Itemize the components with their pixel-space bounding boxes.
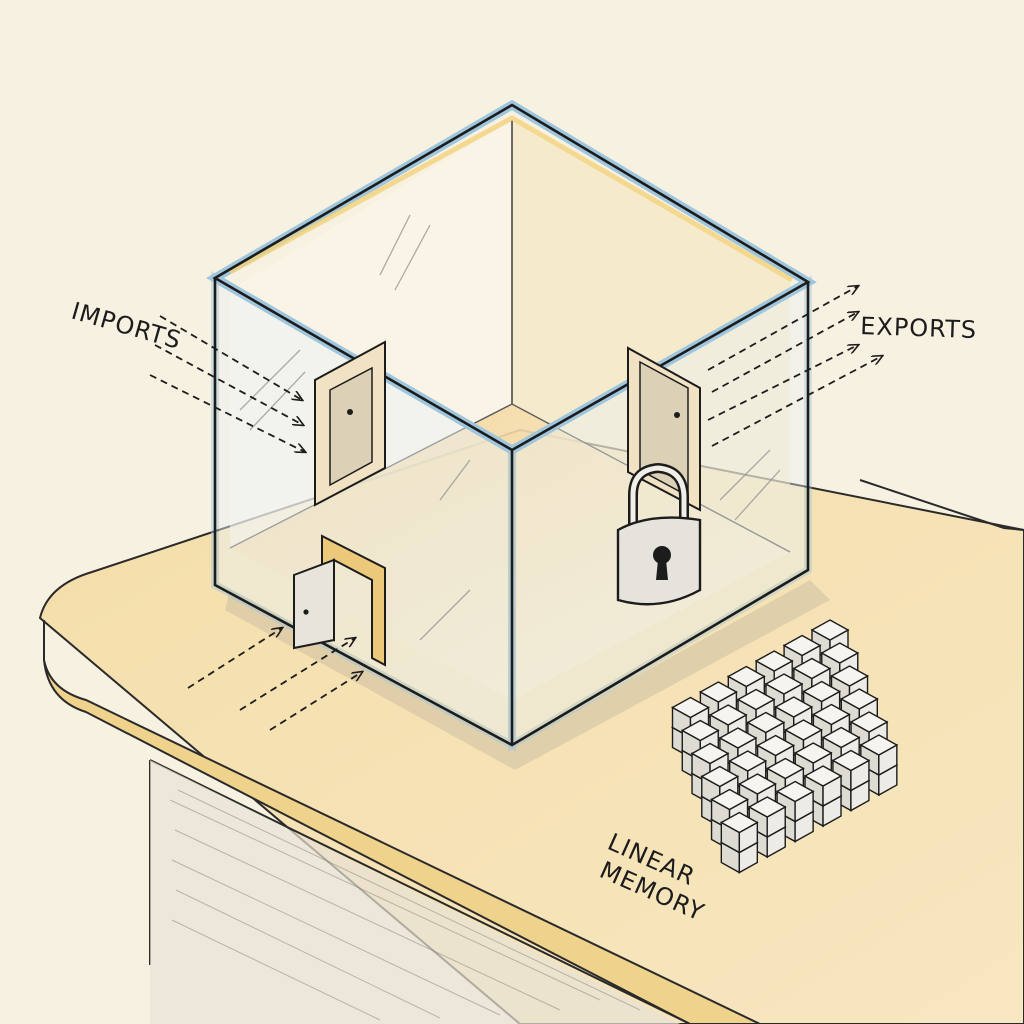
exports-label: EXPORTS	[860, 312, 978, 344]
dashed-arrow-icon	[707, 286, 858, 371]
front-door-icon	[293, 534, 386, 667]
dashed-arrow-icon	[154, 344, 303, 425]
exports-arrows	[707, 286, 882, 447]
dashed-arrow-icon	[711, 312, 858, 393]
wood-grain-hatching	[169, 789, 641, 1021]
memory-cell	[831, 749, 871, 792]
dashed-arrow-icon	[187, 628, 282, 689]
door-entry-arrows	[187, 628, 362, 731]
left-back-door-icon	[314, 340, 386, 507]
dashed-arrow-icon	[707, 345, 858, 421]
memory-cell	[719, 811, 759, 854]
dashed-arrow-icon	[711, 356, 882, 447]
dashed-arrow-icon	[159, 315, 302, 400]
dashed-arrow-icon	[269, 672, 362, 731]
table	[38, 428, 1024, 1024]
glass-reflections	[239, 214, 781, 641]
box-shadow	[225, 580, 830, 770]
imports-arrows	[149, 315, 305, 452]
padlock-icon	[616, 462, 702, 606]
table-front-edge	[43, 620, 761, 1024]
table-side-shade	[150, 760, 680, 1024]
cube-grid-icon	[671, 619, 899, 874]
dashed-arrow-icon	[149, 374, 305, 452]
dashed-arrow-icon	[239, 638, 355, 711]
memory-cell	[747, 796, 787, 839]
